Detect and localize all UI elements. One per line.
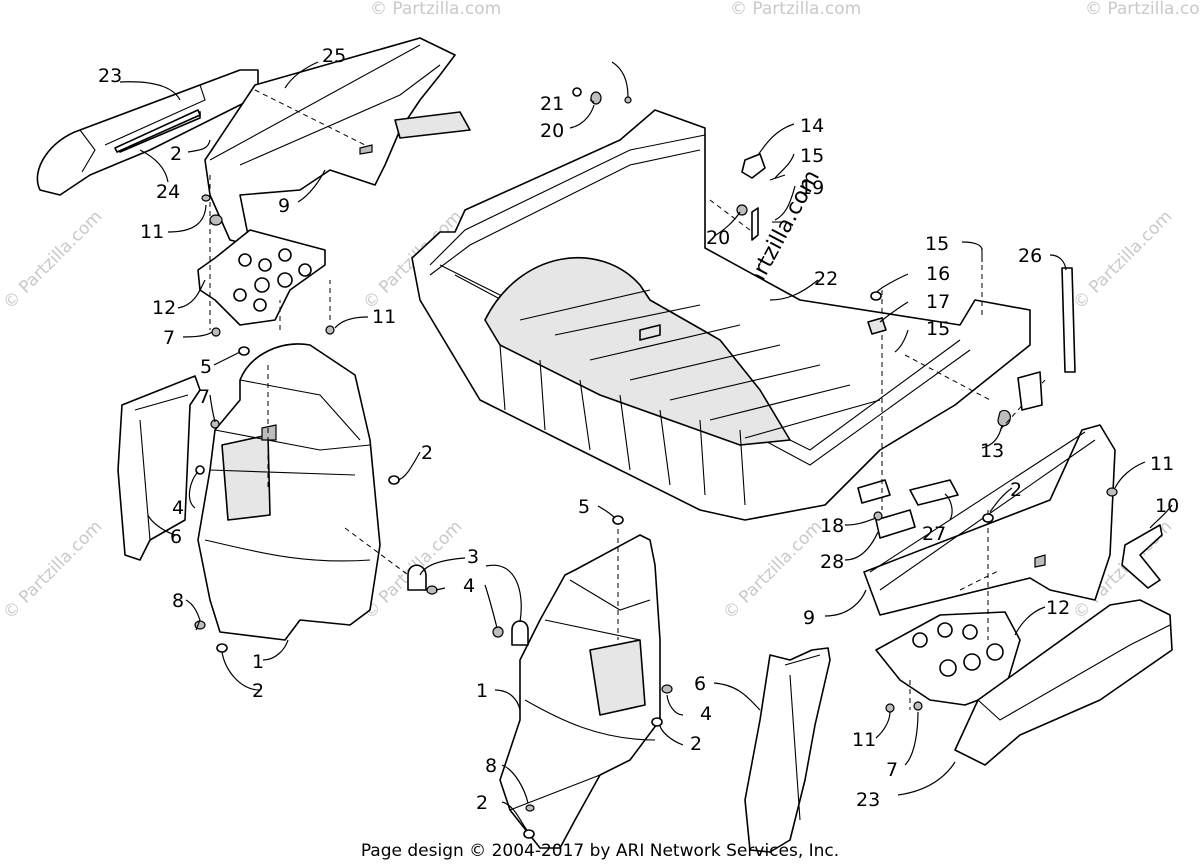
callout-4: 4 [700,703,712,725]
callout-16: 16 [926,263,950,285]
trim-10 [1121,524,1163,589]
callout-8: 8 [485,755,497,777]
callout-11: 11 [1150,453,1174,475]
callout-9: 9 [803,607,815,629]
watermark-text: © Partzilla.com [730,0,861,19]
callout-20: 20 [540,120,564,142]
callout-11: 11 [140,221,164,243]
callout-4: 4 [172,497,184,519]
callout-2: 2 [1010,479,1022,501]
callout-6: 6 [170,526,182,548]
callout-5: 5 [578,496,590,518]
callout-20: 20 [706,227,730,249]
callout-7: 7 [886,759,898,781]
watermark-text: © Partzilla.com [0,207,106,314]
callout-12: 12 [152,297,176,319]
callout-11: 11 [852,729,876,751]
callout-1: 1 [252,651,264,673]
callout-21: 21 [540,93,564,115]
bracket-left-12 [197,229,326,326]
callout-7: 7 [198,386,210,408]
callout-2: 2 [476,792,488,814]
watermark-text: © Partzilla.com [370,0,501,19]
callout-24: 24 [156,181,180,203]
callout-14: 14 [800,115,824,137]
bracket-rail [1017,371,1043,411]
pad-18 [857,479,891,504]
pad-28 [875,509,916,539]
callout-19: 19 [800,177,824,199]
fasteners [194,87,1118,839]
callout-5: 5 [200,356,212,378]
callout-23: 23 [856,789,880,811]
callout-25: 25 [322,45,346,67]
fender-front-1 [499,534,661,849]
callout-17: 17 [926,291,950,313]
callout-15: 15 [926,318,950,340]
callout-15: 15 [925,233,949,255]
callout-3: 3 [467,546,479,568]
trim-strip-24 [114,109,201,153]
callout-7: 7 [163,327,175,349]
fender-guard-right-6 [744,647,831,853]
rail-cap-right [954,599,1173,766]
callout-2: 2 [252,680,264,702]
callout-9: 9 [278,195,290,217]
callout-22: 22 [814,268,838,290]
fender-guard-left-6 [117,375,201,561]
callout-4: 4 [463,575,475,597]
callout-8: 8 [172,590,184,612]
callout-11: 11 [372,306,396,328]
callout-26: 26 [1018,245,1042,267]
callout-13: 13 [980,440,1004,462]
block-27 [909,479,959,506]
watermark-text: © Partzilla.com [0,517,106,624]
callout-1: 1 [476,680,488,702]
callout-2: 2 [170,143,182,165]
callout-18: 18 [820,515,844,537]
fender-left-1 [197,343,381,641]
latch-13 [997,409,1011,427]
footer-copyright: Page design © 2004-2017 by ARI Network S… [361,841,839,861]
cargo-box-22 [411,109,1031,521]
callout-2: 2 [690,733,702,755]
strip-26 [1061,267,1076,373]
callout-27: 27 [922,523,946,545]
callout-15: 15 [800,145,824,167]
callout-28: 28 [820,551,844,573]
callouts: 23 25 2 24 9 11 12 7 11 5 7 4 6 2 8 1 2 … [98,45,1179,814]
leaders [119,61,1173,831]
callout-23: 23 [98,65,122,87]
callout-6: 6 [694,673,706,695]
side-panel-left [204,37,471,246]
watermark-text: © Partzilla.com [1085,0,1200,19]
watermark-text: © Partzilla.com [1069,207,1176,314]
callout-2: 2 [421,442,433,464]
callout-10: 10 [1155,495,1179,517]
callout-12: 12 [1046,597,1070,619]
